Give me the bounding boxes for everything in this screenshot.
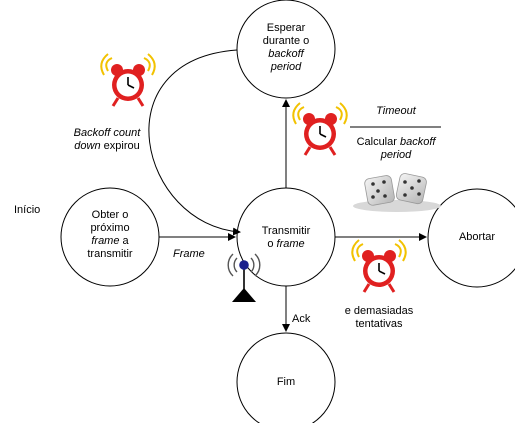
state-wait bbox=[236, 0, 336, 99]
abort-state-label: Abortar bbox=[458, 231, 496, 243]
ack-label: Ack bbox=[292, 313, 311, 325]
wait-line-4: period bbox=[270, 61, 302, 73]
state-end bbox=[236, 332, 336, 423]
wait-line-3: backoff bbox=[268, 48, 304, 60]
backoff-expired-label: Backoff count down expirou bbox=[52, 127, 162, 153]
frame-edge-label: Frame bbox=[173, 248, 205, 260]
transmit-line-1: Transmitir bbox=[261, 225, 311, 237]
transmit-line-2: o frame bbox=[246, 238, 326, 251]
transmit-line-2b: frame bbox=[276, 238, 305, 250]
wait-line-1: Esperar bbox=[266, 22, 306, 34]
calc-line-1: Calcular backoff bbox=[336, 136, 456, 149]
obtain-line-2: próximo bbox=[90, 222, 130, 234]
backoff-line-2b: expirou bbox=[100, 140, 140, 152]
end-state-label: Fim bbox=[276, 376, 296, 388]
calc-line-1b: backoff bbox=[399, 136, 436, 148]
obtain-line-3b: a bbox=[119, 235, 129, 247]
obtain-line-4: transmitir bbox=[87, 248, 133, 260]
transmit-state-label: Transmitir o frame bbox=[246, 225, 326, 251]
obtain-line-3: frame a bbox=[70, 235, 150, 248]
alarm-clock-icon bbox=[292, 102, 348, 156]
alarm-clock-icon bbox=[351, 239, 407, 293]
wait-line-2: durante o bbox=[262, 35, 310, 47]
backoff-line-2a: down bbox=[74, 140, 101, 152]
obtain-line-3a: frame bbox=[91, 235, 120, 247]
calc-backoff-label: Calcular backoff period bbox=[336, 136, 456, 162]
calc-line-1a: Calcular bbox=[356, 136, 400, 148]
start-label: Início bbox=[14, 204, 41, 216]
calc-line-2: period bbox=[380, 149, 412, 161]
state-abort bbox=[427, 188, 515, 288]
dice-icon bbox=[353, 173, 441, 212]
antenna-icon bbox=[227, 253, 261, 302]
timeout-label: Timeout bbox=[376, 105, 416, 117]
too-many-attempts-label: e demasiadas tentativas bbox=[334, 305, 424, 331]
transmit-line-2a: o bbox=[267, 238, 277, 250]
backoff-line-2: down expirou bbox=[52, 140, 162, 153]
wait-state-label: Esperar durante o backoff period bbox=[246, 22, 326, 74]
backoff-line-1: Backoff count bbox=[73, 127, 141, 139]
obtain-line-1: Obter o bbox=[91, 209, 129, 221]
too-many-line-1: e demasiadas bbox=[344, 305, 414, 317]
obtain-state-label: Obter o próximo frame a transmitir bbox=[70, 209, 150, 261]
alarm-clock-icon bbox=[100, 53, 156, 107]
too-many-line-2: tentativas bbox=[355, 318, 403, 330]
edge-wait-transmit bbox=[148, 49, 241, 236]
